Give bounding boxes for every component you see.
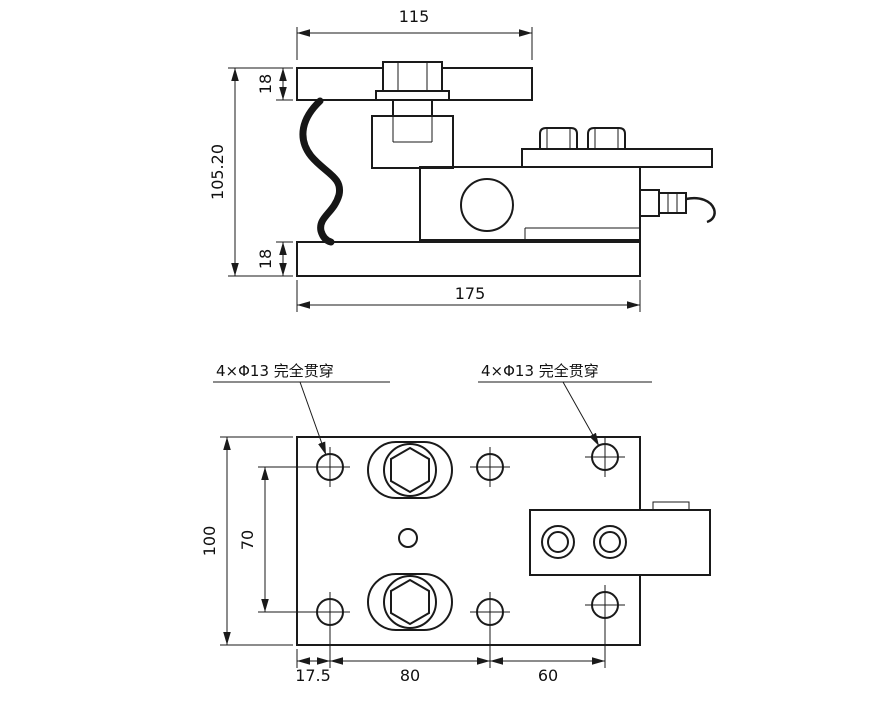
- hole-phi13: [310, 447, 350, 487]
- bumper-inner-circle: [599, 531, 621, 553]
- load-button-block: [371, 99, 454, 169]
- cable-gland: [639, 189, 716, 224]
- hole-phi13: [470, 447, 510, 487]
- dim-label-17-5: 17.5: [295, 666, 331, 685]
- through-holes: [310, 437, 625, 632]
- dim-label-105-20: 105.20: [208, 144, 227, 200]
- stadium-slot: [367, 573, 453, 631]
- dim-label-100: 100: [200, 526, 219, 557]
- plan-view: 4×Φ13 完全贯穿 4×Φ13 完全贯穿: [200, 362, 711, 685]
- hex-bolt-bottom: [367, 573, 453, 631]
- dim-label-70: 70: [238, 530, 257, 550]
- bolt-head: [382, 61, 443, 92]
- dim-label-18-bottom: 18: [256, 249, 275, 269]
- load-cell-cable: [299, 97, 344, 246]
- bolt-washer: [375, 90, 450, 101]
- beam-hole: [460, 178, 514, 232]
- dim-width-top: 115: [296, 7, 533, 60]
- bumper-top-view-right: [593, 525, 627, 559]
- load-cell-body: [419, 166, 641, 241]
- callout-left-label: 4×Φ13 完全贯穿: [216, 362, 334, 380]
- bumper-body: [587, 127, 626, 150]
- dim-hole-pitch-vertical: 70: [238, 466, 312, 613]
- exit-cable: [685, 196, 716, 224]
- hole-phi13: [310, 592, 350, 632]
- hole-phi13: [585, 585, 625, 625]
- hexagon: [390, 578, 430, 626]
- hexagon: [390, 446, 430, 494]
- dim-label-80: 80: [400, 666, 420, 685]
- leader-line: [562, 381, 600, 447]
- bumper-top-view-left: [541, 525, 575, 559]
- bolt-circle: [383, 443, 437, 497]
- center-hole: [398, 528, 418, 548]
- stadium-slot: [367, 441, 453, 499]
- stud: [392, 99, 433, 117]
- dim-thickness-bottom: 18: [256, 241, 293, 276]
- bumper-outer-circle: [541, 525, 575, 559]
- load-cell-plan: [529, 501, 711, 576]
- bumper-right: [587, 127, 626, 150]
- bumper-outer-circle: [593, 525, 627, 559]
- dim-label-175: 175: [455, 284, 486, 303]
- dim-label-60: 60: [538, 666, 558, 685]
- hole-phi13: [585, 437, 625, 477]
- side-view: 115: [208, 7, 716, 312]
- bumper-left: [539, 127, 578, 150]
- dim-label-115: 115: [399, 7, 430, 26]
- top-bolt: [375, 61, 450, 101]
- bumper-inner-circle: [547, 531, 569, 553]
- dim-bottom-chain: 17.5 80 60: [295, 620, 606, 685]
- bottom-plate: [296, 241, 641, 277]
- callout-right-label: 4×Φ13 完全贯穿: [481, 362, 599, 380]
- gland-base: [639, 189, 660, 217]
- dim-height-overall: 105.20: [208, 67, 293, 277]
- callout-left: 4×Φ13 完全贯穿: [213, 362, 390, 456]
- dim-label-18-top: 18: [256, 74, 275, 94]
- hex-bolt-top: [367, 441, 453, 499]
- dim-width-bottom: 175: [296, 280, 641, 312]
- bumper-body: [539, 127, 578, 150]
- gland-hex: [658, 192, 687, 214]
- leader-line: [299, 381, 327, 456]
- bolt-circle: [383, 575, 437, 629]
- dim-thickness-top: 18: [256, 68, 293, 101]
- dim-depth: 100: [200, 436, 293, 646]
- beam-outline: [419, 166, 641, 241]
- bracket-plate: [521, 148, 713, 168]
- hole-phi13: [470, 592, 510, 632]
- callout-right: 4×Φ13 完全贯穿: [478, 362, 652, 447]
- top-bracket: [521, 127, 713, 168]
